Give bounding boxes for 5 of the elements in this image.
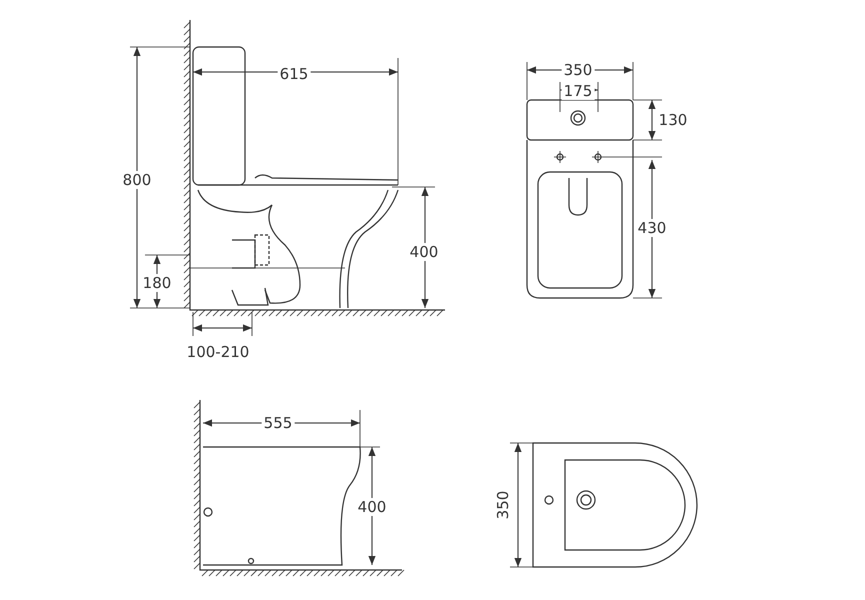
dimension-label: 400 (356, 498, 388, 516)
dimension-label: 175 (562, 82, 594, 100)
dimension-label: 400 (408, 243, 440, 261)
dimension-label: 430 (636, 219, 668, 237)
dimension-label: 800 (120, 171, 154, 189)
